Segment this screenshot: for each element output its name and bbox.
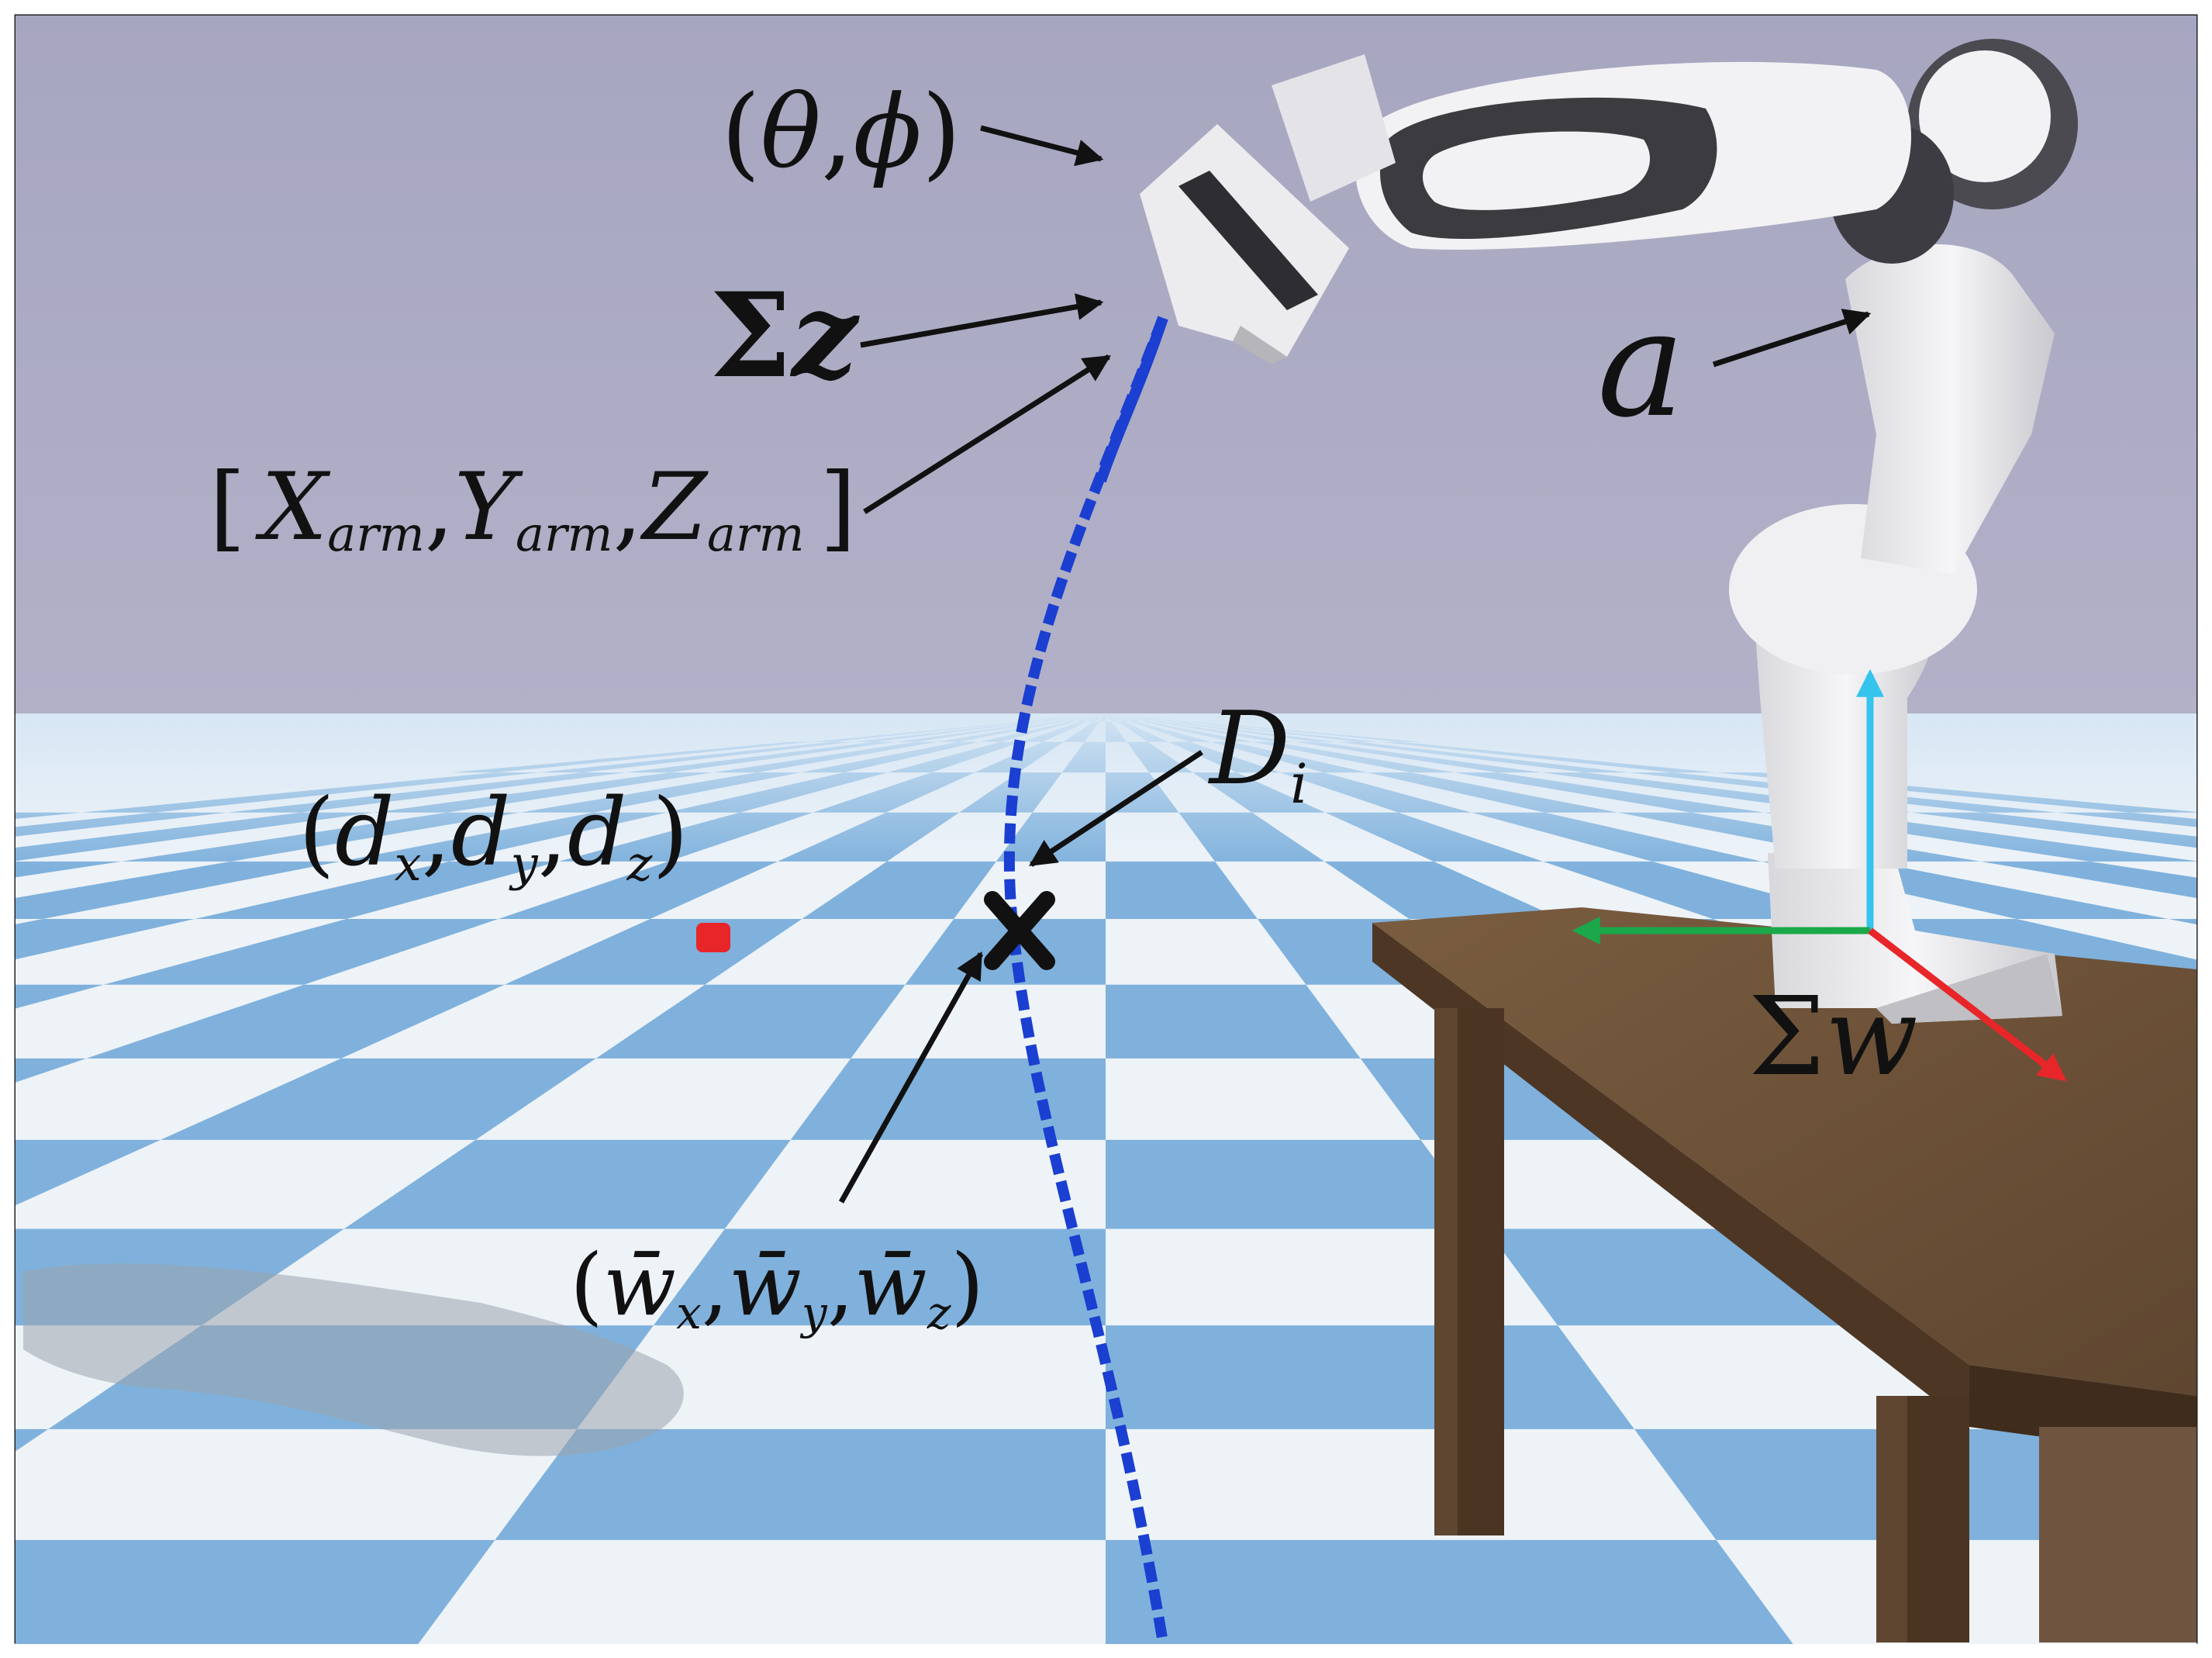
floor-tile — [16, 1428, 49, 1452]
sigma-z-label: Σz — [709, 268, 860, 404]
floor-tile — [2199, 862, 2212, 919]
table — [1372, 907, 2196, 1642]
sigma-w-label: Σw — [1748, 974, 1918, 1100]
annotation-arrows — [838, 125, 1872, 1204]
target-point — [696, 923, 730, 952]
floor-tile — [2168, 919, 2196, 925]
floor-tile — [103, 919, 499, 985]
floor-tile — [16, 1539, 495, 1644]
floor-tile — [1324, 861, 1562, 920]
floor-tile — [1106, 1139, 1487, 1229]
floor-tile — [16, 919, 195, 960]
robot-arm — [1140, 39, 2078, 1024]
arm-shadow — [23, 1263, 684, 1456]
floor-tile — [790, 1058, 1106, 1140]
floor-tile — [1106, 1539, 1793, 1644]
arrow-orientation — [980, 125, 1104, 167]
arm-position-label: [Xarm,Yarm,Zarm] — [209, 454, 856, 562]
action-label: a — [1597, 278, 1685, 450]
target-label: (dx,dy,dz) — [298, 779, 688, 892]
arrow-d-i — [1029, 750, 1203, 867]
floor-tile — [86, 984, 505, 1059]
floor-tile — [653, 1228, 1106, 1326]
floor-tile — [1106, 1325, 1634, 1429]
x-axis-arrow — [1868, 927, 2067, 1082]
floor-tile — [1980, 861, 2196, 899]
floor-tile — [498, 861, 778, 920]
arrow-arm-position — [863, 354, 1111, 514]
orientation-label: (θ,ϕ) — [721, 73, 961, 191]
floor-tile — [495, 1428, 1106, 1540]
floor-tile — [16, 1139, 161, 1206]
floor-tile — [595, 984, 906, 1059]
floor-tile — [1106, 861, 1258, 920]
floor-tile — [16, 1058, 87, 1083]
floor-tile — [343, 1139, 791, 1229]
floor-tile — [16, 984, 104, 1009]
floor-tile — [1106, 984, 1361, 1059]
world-frame-axes — [1572, 668, 2067, 1082]
floor-tile — [195, 861, 559, 920]
trajectory-start-solid — [1096, 316, 1168, 483]
arrow-action — [1712, 309, 1872, 368]
d-i-label: Di — [1208, 689, 1308, 816]
arrow-sigma-z — [860, 293, 1104, 348]
floor-tile — [160, 1058, 596, 1140]
floor-tile — [802, 861, 996, 920]
cross-marker — [984, 891, 1055, 970]
predicted-label: (w̄x,w̄y,w̄z) — [570, 1235, 984, 1339]
arrow-predicted — [838, 951, 984, 1204]
floor-tile — [16, 861, 340, 920]
